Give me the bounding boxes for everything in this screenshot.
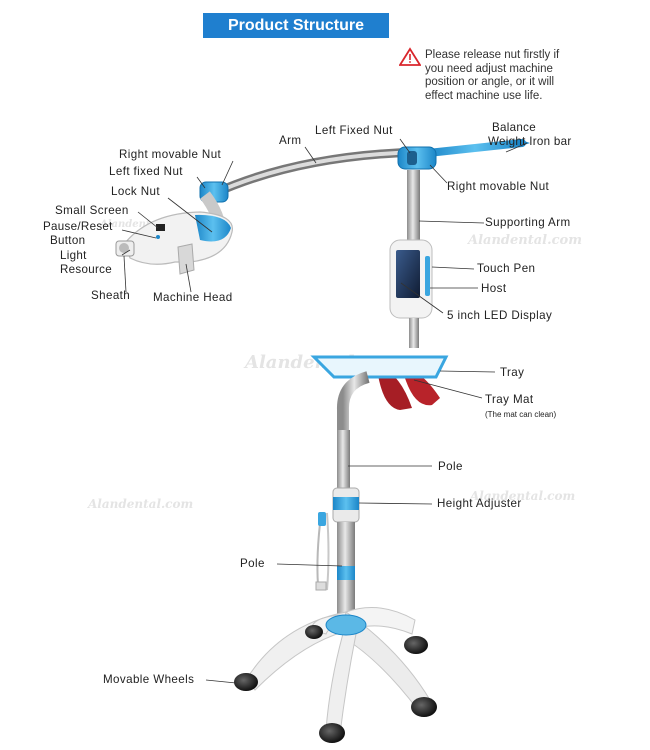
label-light-resource: Light Resource bbox=[60, 249, 112, 277]
warning-triangle-icon bbox=[399, 47, 421, 66]
label-left-fixed-nut-top: Left Fixed Nut bbox=[315, 124, 393, 137]
label-pause-reset-button: Pause/Reset Button bbox=[43, 220, 113, 248]
label-light-resource-line: Resource bbox=[60, 263, 113, 276]
watermark: Alandental.com bbox=[470, 489, 576, 503]
tray-assembly bbox=[310, 355, 449, 410]
warning-line: Please release nut firstly if bbox=[425, 49, 560, 61]
warning-line: effect machine use life. bbox=[425, 89, 543, 102]
pole-lower-ring bbox=[337, 566, 355, 580]
label-pause-reset-line: Button bbox=[50, 234, 86, 247]
left-fixed-nut-block bbox=[397, 146, 437, 170]
arm bbox=[210, 147, 425, 198]
label-sheath: Sheath bbox=[91, 289, 131, 302]
movable-wheels bbox=[234, 625, 437, 743]
pole-curve bbox=[337, 371, 370, 440]
label-led-display: 5 inch LED Display bbox=[447, 309, 553, 322]
page-title: Product Structure bbox=[203, 13, 389, 38]
label-height-adjuster: Height Adjuster bbox=[437, 497, 522, 510]
label-pole-upper: Pole bbox=[438, 460, 463, 473]
label-pause-reset-line: Pause/Reset bbox=[43, 220, 113, 233]
led-display bbox=[396, 250, 420, 298]
label-light-resource-line: Light bbox=[60, 249, 87, 262]
label-balance-weight-iron-bar: Balance Weight Iron bar bbox=[488, 121, 572, 149]
host-joint bbox=[409, 318, 419, 348]
touch-pen bbox=[425, 256, 430, 296]
label-right-movable-nut-left: Right movable Nut bbox=[119, 148, 222, 161]
label-movable-wheels: Movable Wheels bbox=[103, 673, 195, 686]
pole-upper bbox=[337, 430, 350, 492]
label-tray-mat-note: (The mat can clean) bbox=[485, 410, 557, 419]
machine-head bbox=[115, 211, 233, 275]
label-host: Host bbox=[481, 282, 507, 295]
host-unit bbox=[389, 239, 433, 319]
balance-weight-bar bbox=[424, 139, 530, 157]
height-adjuster bbox=[332, 487, 360, 523]
watermark: Alandental.com bbox=[100, 219, 188, 230]
supporting-arm bbox=[407, 170, 420, 242]
label-tray: Tray bbox=[500, 366, 525, 379]
warning-line: position or angle, or it will bbox=[425, 76, 555, 89]
base bbox=[245, 607, 431, 735]
warning-line: you need adjust machine bbox=[425, 62, 553, 75]
label-tray-mat: Tray Mat bbox=[485, 393, 534, 406]
label-machine-head: Machine Head bbox=[153, 291, 233, 304]
tray bbox=[310, 355, 449, 379]
warning-note: Please release nut firstly if you need a… bbox=[425, 49, 635, 103]
label-supporting-arm: Supporting Arm bbox=[485, 216, 571, 229]
label-balance-line: Weight Iron bar bbox=[488, 135, 572, 148]
label-pole-lower: Pole bbox=[240, 557, 265, 570]
label-small-screen: Small Screen bbox=[55, 204, 129, 217]
label-right-movable-nut-right: Right movable Nut bbox=[447, 180, 550, 193]
leader-lines bbox=[121, 138, 528, 684]
watermark: Alandental.com bbox=[468, 233, 582, 248]
cable-holder bbox=[315, 512, 330, 591]
label-left-fixed-nut: Left fixed Nut bbox=[109, 165, 183, 178]
watermark: Alandental.com bbox=[88, 497, 194, 511]
label-arm: Arm bbox=[279, 134, 302, 147]
label-touch-pen: Touch Pen bbox=[477, 262, 536, 275]
label-balance-line: Balance bbox=[492, 121, 536, 134]
label-lock-nut: Lock Nut bbox=[111, 185, 160, 198]
